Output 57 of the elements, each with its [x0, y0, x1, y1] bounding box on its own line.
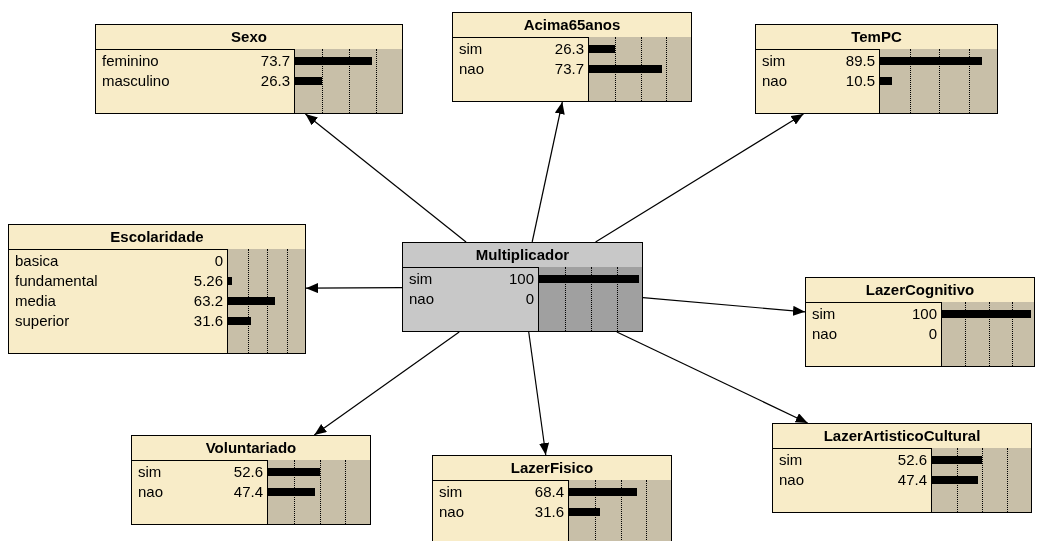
state-label: nao [459, 59, 485, 79]
probability-value: 63.2 [193, 291, 223, 311]
arrow [594, 113, 805, 243]
probability-value: 0 [214, 251, 223, 271]
node-box [432, 455, 672, 541]
probability-value: 10.5 [845, 71, 875, 91]
node-box [772, 423, 1032, 513]
state-label: media [15, 291, 56, 311]
probability-value: 73.7 [554, 59, 584, 79]
probability-value: 73.7 [260, 51, 290, 71]
probability-value: 100 [911, 304, 937, 324]
probability-value: 0 [525, 289, 534, 309]
probability-value: 47.4 [233, 482, 263, 502]
node-box [402, 242, 643, 332]
state-label: feminino [102, 51, 159, 71]
node-box [95, 24, 403, 114]
probability-value: 31.6 [534, 502, 564, 522]
node-box [452, 12, 692, 102]
probability-value: 5.26 [193, 271, 223, 291]
state-label: superior [15, 311, 70, 331]
probability-value: 68.4 [534, 482, 564, 502]
arrow [531, 101, 565, 243]
state-label: sim [779, 450, 803, 470]
state-label: fundamental [15, 271, 98, 291]
state-label: masculino [102, 71, 170, 91]
probability-value: 89.5 [845, 51, 875, 71]
state-label: sim [138, 462, 162, 482]
probability-value: 52.6 [897, 450, 927, 470]
probability-value: 0 [928, 324, 937, 344]
probability-value: 100 [508, 269, 534, 289]
node-box [755, 24, 998, 114]
arrow [304, 113, 467, 243]
state-label: sim [409, 269, 433, 289]
arrow [313, 331, 460, 436]
node-box [8, 224, 306, 354]
state-label: nao [439, 502, 465, 522]
node-box [805, 277, 1035, 367]
probability-value: 26.3 [260, 71, 290, 91]
state-label: sim [439, 482, 463, 502]
probability-value: 26.3 [554, 39, 584, 59]
state-label: sim [459, 39, 483, 59]
state-label: nao [409, 289, 435, 309]
arrow [642, 297, 806, 316]
state-label: nao [779, 470, 805, 490]
state-label: nao [138, 482, 164, 502]
probability-value: 47.4 [897, 470, 927, 490]
node-box [131, 435, 371, 525]
state-label: basica [15, 251, 59, 271]
state-label: nao [762, 71, 788, 91]
arrow [616, 331, 809, 424]
state-label: nao [812, 324, 838, 344]
arrow [305, 283, 403, 294]
probability-value: 31.6 [193, 311, 223, 331]
probability-value: 52.6 [233, 462, 263, 482]
arrow [528, 331, 550, 456]
state-label: sim [812, 304, 836, 324]
state-label: sim [762, 51, 786, 71]
